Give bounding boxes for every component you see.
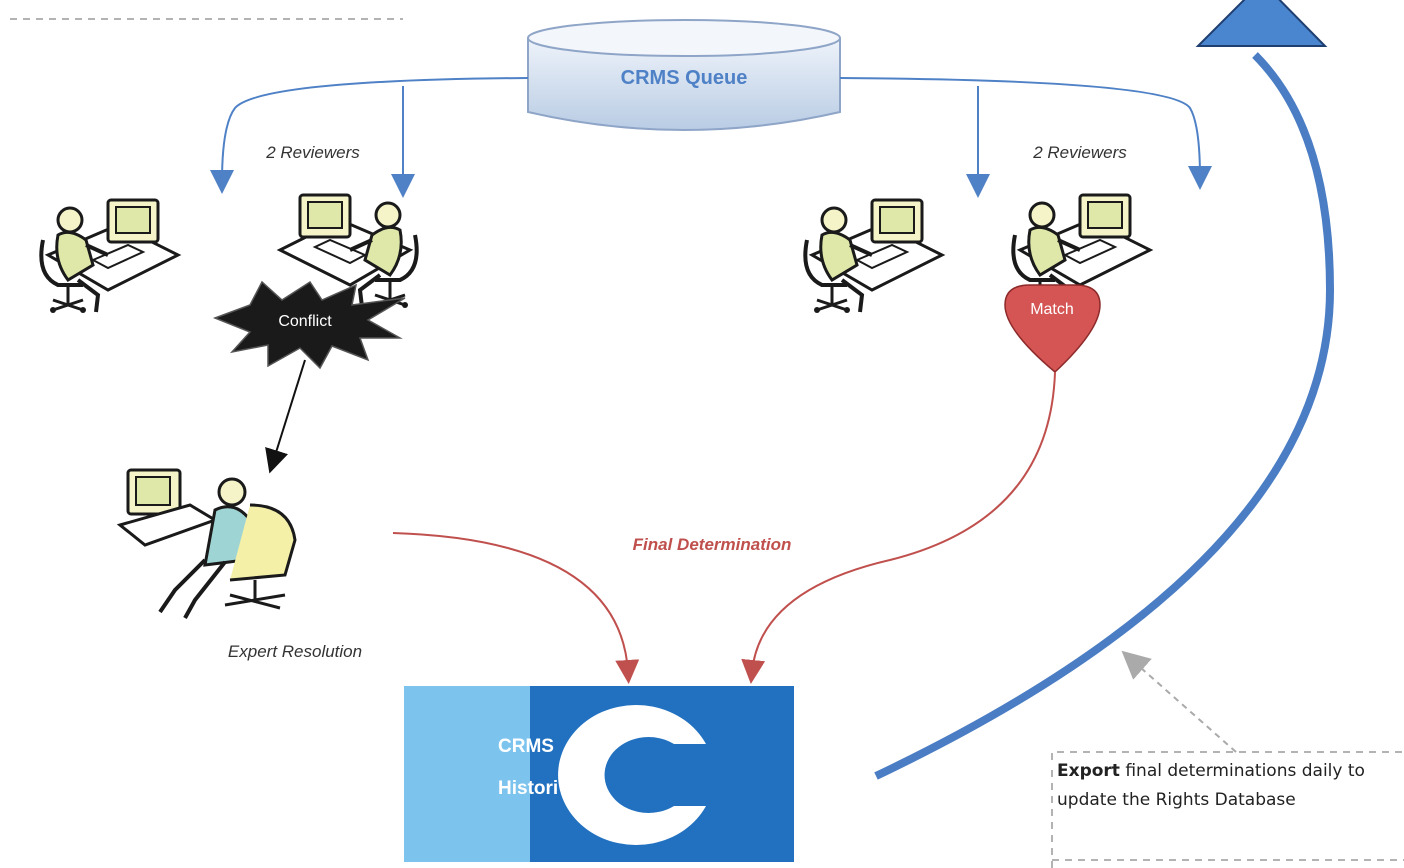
export-note: Export final determinations daily to upd…: [1057, 757, 1387, 815]
queue-label: CRMS Queue: [621, 67, 748, 89]
reviewer-3-workstation-icon: [803, 198, 944, 315]
final-determination-label: Final Determination: [633, 535, 792, 554]
conflict-to-expert-arrow: [265, 359, 306, 474]
conflict-label: Conflict: [278, 313, 332, 330]
export-note-border: [1051, 751, 1404, 868]
queue-to-reviewer-1-arrow: [210, 77, 529, 194]
triangle-shape: [1195, 0, 1328, 47]
reviewers-right-label: 2 Reviewers: [1032, 143, 1127, 162]
crms-historical-logo: [404, 686, 794, 862]
match-label: Match: [1030, 301, 1074, 318]
conflict-starburst: [212, 280, 406, 370]
expert-to-historical-arrow: [392, 532, 640, 684]
queue-to-reviewer-4-arrow: [839, 77, 1212, 190]
export-note-bold: Export: [1057, 761, 1120, 781]
match-to-historical-arrow: [741, 371, 1056, 684]
historical-label-line1: CRMS: [498, 736, 554, 757]
historical-label-line2: Histori: [498, 778, 558, 799]
export-note-text: final determinations daily to update the…: [1057, 761, 1365, 810]
expert-workstation-icon: [116, 468, 297, 619]
reviewer-1-workstation-icon: [39, 198, 180, 315]
reviewers-left-label: 2 Reviewers: [265, 143, 360, 162]
expert-resolution-label: Expert Resolution: [228, 642, 362, 661]
crms-queue-cylinder: [527, 19, 841, 131]
note-pointer-arrow: [1121, 650, 1237, 753]
export-curve-arrow: [874, 52, 1335, 780]
match-marker: [1004, 284, 1101, 374]
